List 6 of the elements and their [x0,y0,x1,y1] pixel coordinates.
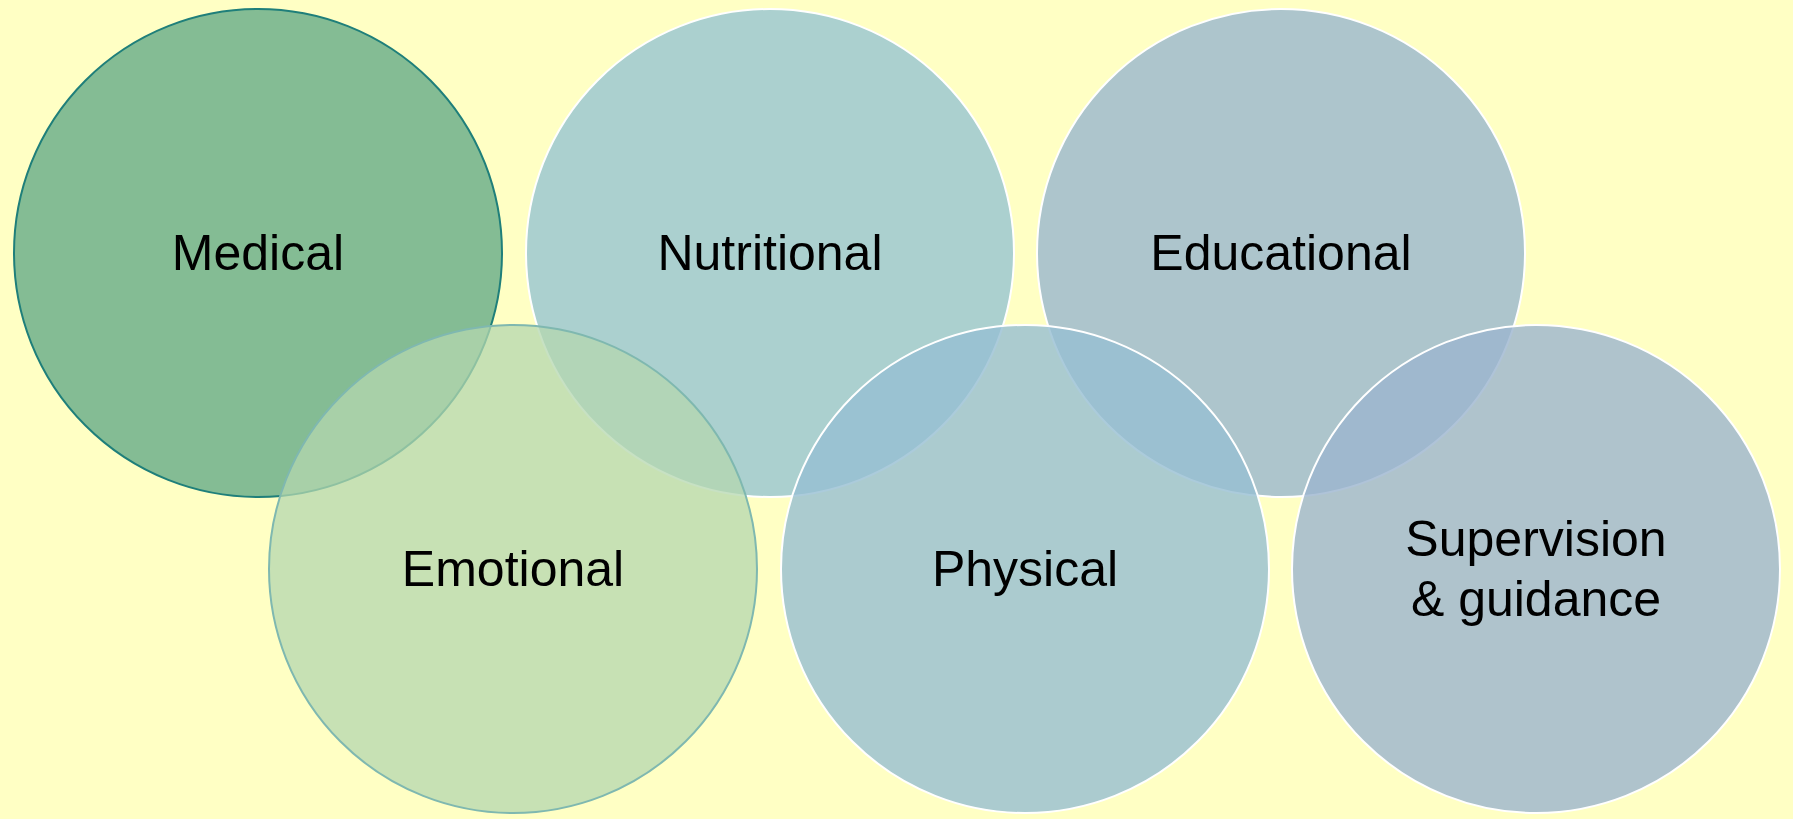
circle-label: Emotional [400,540,626,599]
circle-label: Medical [170,224,346,283]
circle-label: Physical [930,540,1120,599]
circle-label: Supervision & guidance [1404,510,1668,629]
circle-label: Nutritional [656,224,884,283]
circle-label: Educational [1149,224,1413,283]
